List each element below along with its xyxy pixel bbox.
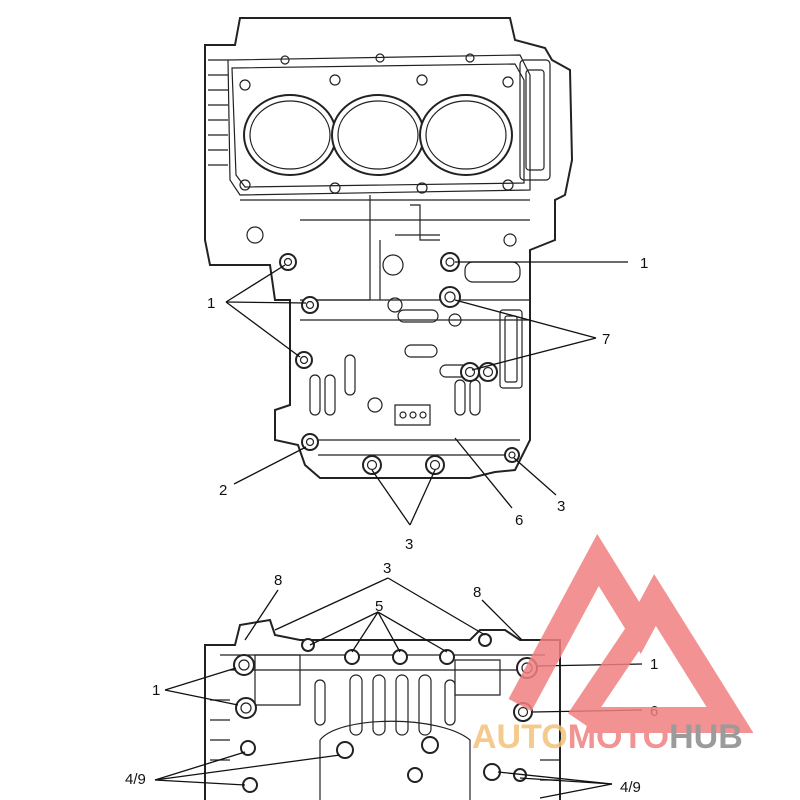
- callout-8-left: 8: [274, 572, 282, 589]
- top-callouts: 1 1 7 2 3 6 3: [207, 255, 648, 553]
- callout-7: 7: [602, 331, 610, 348]
- lower-crankcase-drawing: [204, 618, 561, 800]
- bottom-callouts: 8 3 8 5 1 1 6 4/9 4/9: [125, 560, 658, 796]
- watermark-triangle-logo: [508, 534, 754, 733]
- svg-text:AUTOMOTOHUB: AUTOMOTOHUB: [472, 718, 743, 756]
- callout-4-9-left: 4/9: [125, 771, 146, 788]
- watermark-moto: MOTO: [568, 718, 669, 756]
- callout-4-9-right: 4/9: [620, 779, 641, 796]
- cylinder-bores: [243, 94, 513, 176]
- callout-1-right: 1: [640, 255, 648, 272]
- callout-2: 2: [219, 482, 227, 499]
- automotohub-watermark: AUTOMOTOHUB: [472, 534, 754, 756]
- callout-5: 5: [375, 598, 383, 615]
- callout-1-left: 1: [207, 295, 215, 312]
- callout-1-left-lower: 1: [152, 682, 160, 699]
- upper-bolts: [279, 252, 520, 475]
- callout-3-bottom: 3: [405, 536, 413, 553]
- top-leader-lines: [225, 261, 628, 526]
- callout-3-right: 3: [557, 498, 565, 515]
- upper-crankcase-drawing: [204, 17, 574, 479]
- callout-6: 6: [515, 512, 523, 529]
- watermark-hub: HUB: [669, 718, 743, 756]
- callout-3-top: 3: [383, 560, 391, 577]
- callout-8-right: 8: [473, 584, 481, 601]
- watermark-auto: AUTO: [472, 718, 568, 756]
- callout-1-right-lower: 1: [650, 656, 658, 673]
